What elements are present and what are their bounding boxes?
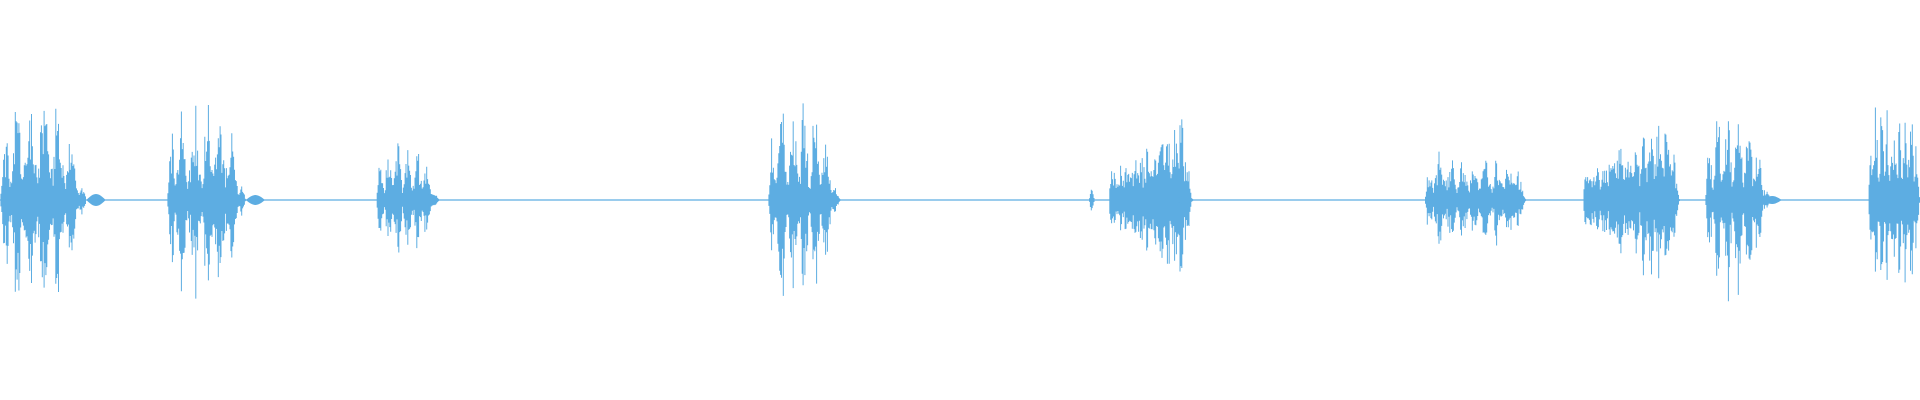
waveform-burst-7 xyxy=(1425,151,1527,246)
waveform-tail-2 xyxy=(245,195,265,205)
waveform-burst-1 xyxy=(0,108,86,292)
waveform-bursts xyxy=(0,103,1920,302)
waveform-burst-6 xyxy=(1109,119,1193,272)
waveform-burst-9 xyxy=(1705,121,1771,302)
waveform-tail-6 xyxy=(1762,196,1782,204)
waveform-tail-3 xyxy=(420,194,440,206)
waveform-tail-5 xyxy=(1175,196,1195,204)
waveform-burst-2 xyxy=(167,105,246,299)
waveform-burst-8 xyxy=(1583,125,1680,279)
waveform-burst-10 xyxy=(1868,107,1920,283)
waveform-tail-1 xyxy=(86,194,106,206)
waveform-tail-4 xyxy=(821,193,841,207)
waveform-burst-5 xyxy=(1089,189,1095,211)
